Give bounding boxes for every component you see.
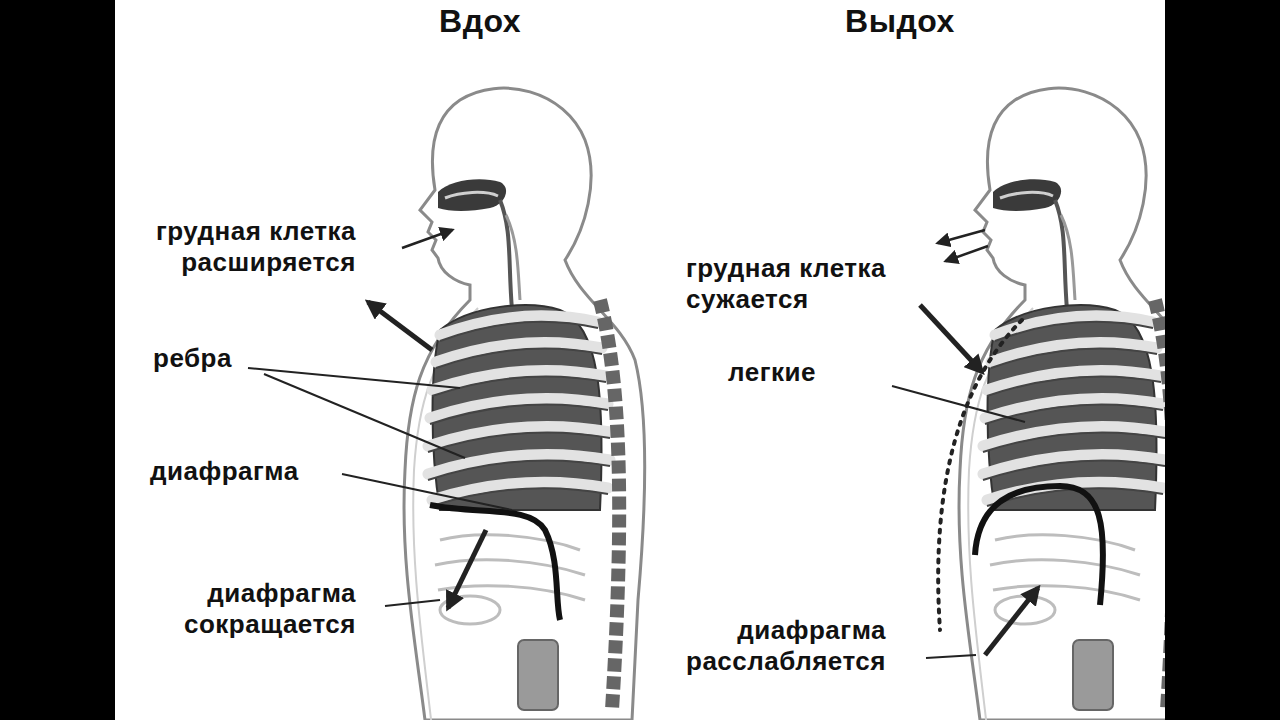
- side-bar: [0, 0, 115, 720]
- callout-label: диафрагма сокращается: [120, 578, 356, 640]
- leader-line: [248, 368, 460, 388]
- expand-arrow: [368, 302, 432, 350]
- inhale-air-arrow: [402, 230, 452, 248]
- chest-contour-dotted: [938, 320, 1022, 630]
- callout-label: диафрагма: [150, 456, 340, 487]
- callout-label: диафрагма расслабляется: [640, 615, 886, 677]
- callout-label: ребра: [153, 343, 253, 374]
- narrow-arrow: [920, 305, 982, 372]
- leader-line: [926, 655, 976, 658]
- body-exhale: [959, 88, 1200, 720]
- leader-line: [385, 600, 440, 606]
- side-bar: [1165, 0, 1280, 720]
- callout-label: легкие: [728, 357, 858, 388]
- callout-label: грудная клетка расширяется: [120, 216, 356, 278]
- leader-line: [342, 474, 512, 510]
- panel-title: Выдох: [800, 2, 1000, 40]
- panel-title: Вдох: [380, 2, 580, 40]
- leader-line: [892, 386, 1025, 422]
- diaphragm-line: [430, 505, 560, 620]
- leader-line: [264, 374, 465, 458]
- contract-arrow: [448, 530, 486, 608]
- body-inhale: [404, 88, 645, 720]
- relax-arrow: [985, 588, 1038, 655]
- callout-label: грудная клетка сужается: [686, 253, 924, 315]
- exhale-air-arrow: [938, 230, 985, 243]
- exhale-air-arrow: [946, 246, 988, 261]
- diaphragm-line: [975, 486, 1103, 605]
